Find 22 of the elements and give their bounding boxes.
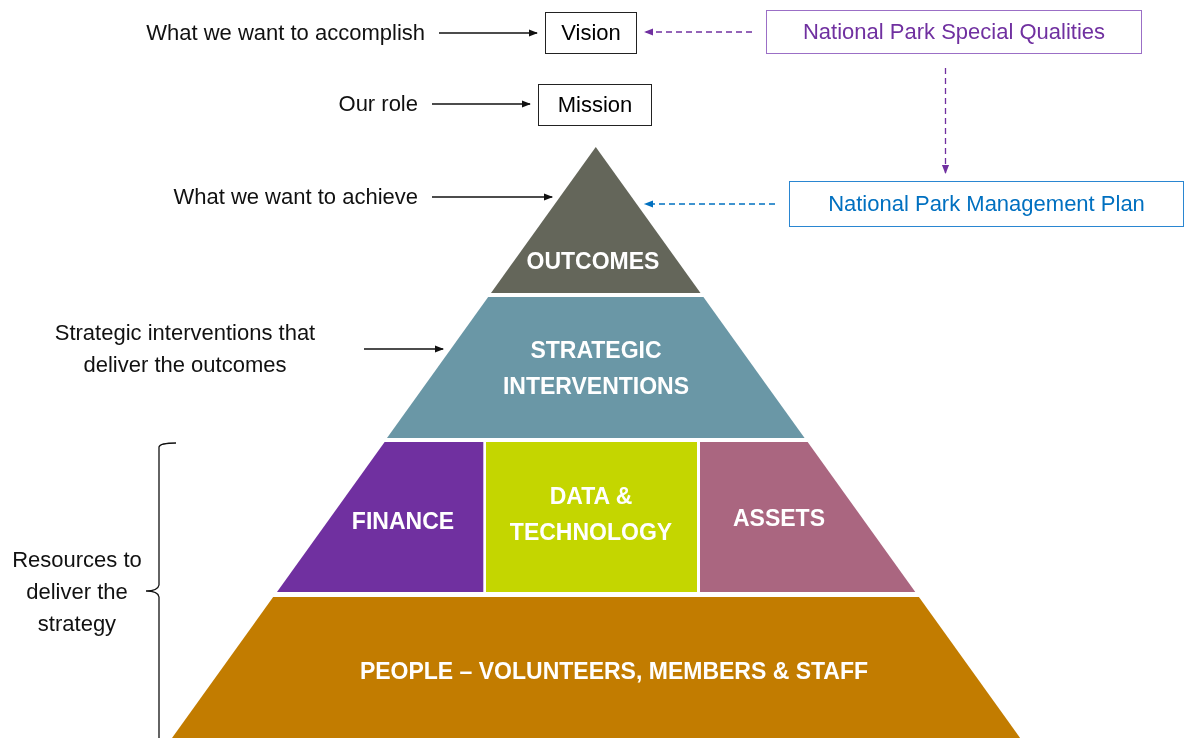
statement-box: Mission (538, 84, 652, 126)
arrow (363, 345, 444, 353)
tier-label: OUTCOMES (525, 247, 661, 277)
statement-box: National Park Special Qualities (766, 10, 1142, 54)
tier-label: STRATEGIC INTERVENTIONS (501, 336, 691, 401)
tier-label: FINANCE (350, 507, 456, 537)
arrow (431, 100, 531, 108)
arrow (438, 29, 538, 37)
arrow (644, 28, 753, 36)
annotation-text: Our role (300, 89, 418, 119)
annotation-text: Resources to deliver the strategy (11, 546, 143, 638)
statement-box: Vision (545, 12, 637, 54)
tier-label: ASSETS (732, 504, 826, 534)
annotation-text: What we want to achieve (110, 182, 418, 212)
annotation-text: Strategic interventions that deliver the outcomes (20, 316, 350, 382)
arrow (644, 200, 776, 208)
annotation-text: What we want to accomplish (90, 18, 425, 48)
arrow (431, 193, 554, 201)
arrow (941, 67, 950, 174)
statement-box: National Park Management Plan (789, 181, 1184, 227)
tier-label: PEOPLE – VOLUNTEERS, MEMBERS & STAFF (358, 657, 870, 687)
tier-label: DATA & TECHNOLOGY (508, 482, 674, 547)
